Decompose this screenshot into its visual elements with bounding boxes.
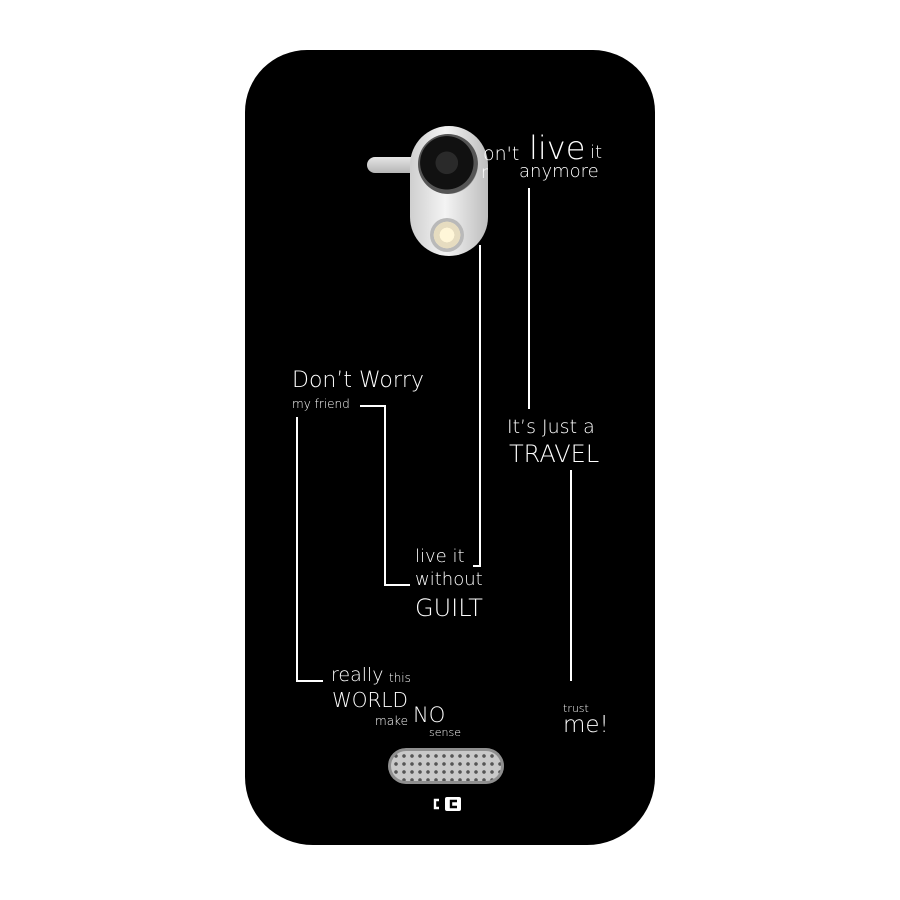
line-camera-guilt — [479, 245, 481, 567]
text-without: without — [415, 569, 483, 590]
line-worry-v — [296, 417, 298, 682]
text-its-just-a: It’s Just a — [507, 416, 595, 438]
line-worry-world-h — [296, 680, 323, 682]
line-travel-trust — [570, 470, 572, 681]
speaker-grille-icon — [388, 748, 504, 784]
text-sense: sense — [429, 726, 461, 739]
text-guilt: GUILT — [415, 594, 483, 622]
text-really: really — [331, 664, 384, 686]
text-trust: trust — [563, 702, 589, 715]
text-make: make — [375, 714, 408, 728]
text-no: NO — [413, 703, 446, 727]
text-dont-worry: Don’t Worry — [292, 368, 424, 393]
text-live: live — [529, 129, 586, 167]
line-anymore-travel — [528, 188, 530, 409]
line-friend-v — [384, 405, 386, 586]
text-live-it: live it — [415, 546, 465, 567]
text-dont: on't — [483, 143, 520, 165]
camera-arm — [367, 157, 423, 173]
phone-case: on't live it r anymore Don’t Worry my fr… — [245, 50, 655, 845]
text-travel: TRAVEL — [509, 440, 600, 468]
text-or-partial: r — [481, 163, 488, 183]
brand-logo-icon — [433, 797, 461, 811]
line-friend-h — [360, 405, 386, 407]
text-anymore: anymore — [519, 161, 599, 182]
text-my-friend: my friend — [292, 397, 350, 411]
line-friend-guilt-h — [384, 584, 410, 586]
flash-icon — [430, 218, 464, 252]
text-me: me! — [563, 712, 609, 738]
line-guilt-tick — [473, 565, 481, 567]
text-world: WORLD — [332, 688, 408, 712]
text-it: it — [590, 142, 603, 163]
camera-lens-icon — [418, 134, 478, 194]
text-this: this — [389, 671, 411, 685]
